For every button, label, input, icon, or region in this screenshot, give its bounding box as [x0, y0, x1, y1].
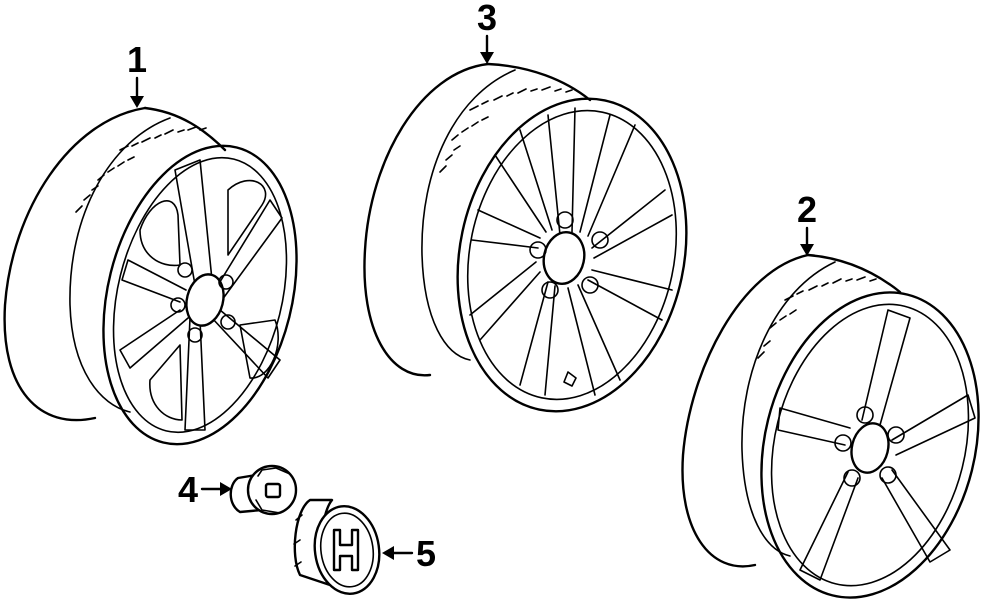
rim-stamp-marks: [75, 126, 207, 213]
lug-hole: [187, 327, 203, 343]
spokes: [469, 107, 673, 396]
arrow-right-icon: [220, 482, 232, 496]
lug-hole: [856, 406, 874, 424]
wheel-2[interactable]: [681, 253, 1000, 605]
callout-2: 2: [797, 189, 817, 230]
lug-hole: [591, 231, 609, 249]
hub-center: [850, 422, 890, 474]
spokes: [777, 309, 976, 581]
lug-hole: [541, 281, 559, 299]
lug-nut-4[interactable]: [229, 464, 298, 516]
hub-center: [185, 273, 225, 327]
callout-3: 3: [477, 0, 497, 38]
lug-hole: [170, 297, 186, 313]
arrow-down-icon: [130, 96, 144, 108]
rim-stamp-marks: [757, 276, 877, 359]
lug-hole: [581, 276, 599, 294]
h-logo-icon: [332, 528, 360, 572]
arrow-left-icon: [382, 546, 394, 560]
arrow-down-icon: [800, 244, 814, 256]
callout-4: 4: [178, 469, 198, 510]
valve-stem: [563, 371, 577, 387]
wheel-1[interactable]: [3, 106, 326, 465]
lug-hole: [177, 262, 193, 278]
arrow-down-icon: [480, 52, 494, 64]
lug-hole: [887, 426, 905, 444]
rim-stamp-marks: [439, 86, 573, 173]
lug-hole: [879, 466, 897, 484]
callout-leaders: [130, 34, 814, 560]
lug-hole: [529, 241, 547, 259]
callout-1: 1: [127, 39, 147, 80]
lug-hole: [220, 314, 236, 330]
wheel-3[interactable]: [363, 62, 714, 433]
lug-hole: [556, 211, 574, 229]
lug-hole: [843, 469, 861, 487]
lug-hole: [834, 434, 852, 452]
center-cap-5[interactable]: [293, 498, 385, 598]
hub-center: [542, 231, 586, 285]
callout-5: 5: [416, 533, 436, 574]
spokes: [119, 159, 283, 431]
lug-hole: [218, 274, 234, 290]
